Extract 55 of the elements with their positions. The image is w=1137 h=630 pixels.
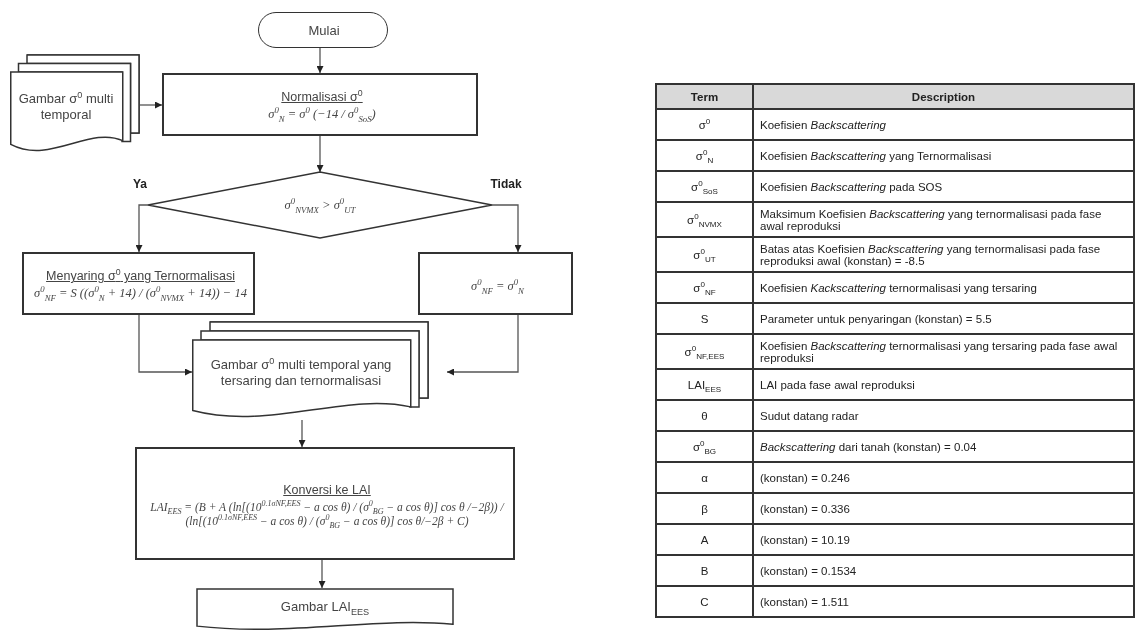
- step-heading: Normalisasi σ$^{0}$: [281, 90, 363, 106]
- formula: LAI$_{EES}$ = (B + A (ln[(10$^{0.1σNF,EES}$ − a cos θ) / (σ$^{0}$$_{BG}$ − a cos θ)] cos θ /−2β)) / (ln[(10$^{0.1σNF,EES}$ − a cos θ) / (σ$^{0}$$_{BG}$ − a cos θ)] cos θ/−2β + C): [149, 499, 506, 529]
- table-cell: C: [656, 586, 753, 617]
- table-cell: Maksimum Koefisien Backscattering yang ternormalisasi pada fase awal reproduksi: [753, 202, 1134, 237]
- process-box: [162, 73, 478, 136]
- column-header: Description: [753, 84, 1134, 109]
- table-cell: Koefisien Backscattering yang Ternormalisasi: [753, 140, 1134, 171]
- table-cell: Koefisien Backscattering ternormalisasi yang tersaring pada fase awal reproduksi: [753, 334, 1134, 369]
- step-heading: Menyaring σ$^{0}$ yang Ternormalisasi: [46, 269, 235, 285]
- process-box: [135, 447, 515, 560]
- arrow: [135, 204, 149, 253]
- table-cell: (konstan) = 0.1534: [753, 555, 1134, 586]
- arrow: [446, 314, 519, 376]
- table-cell: S: [656, 303, 753, 334]
- arrow: [138, 314, 193, 376]
- table-cell: β: [656, 493, 753, 524]
- column-header: Term: [656, 84, 753, 109]
- node-label: Gambar LAI$_{EES}$: [280, 598, 370, 616]
- table-cell: Koefisien Kackscattering ternormalisasi yang tersaring: [753, 272, 1134, 303]
- table-cell: σ$^{0}$: [656, 109, 753, 140]
- formula: σ$^{0}$$_{N}$ = σ$^{0}$ (−14 / σ$^{0}$$_{SoS}$): [268, 107, 376, 123]
- arrow: [139, 101, 163, 109]
- table-cell: α: [656, 462, 753, 493]
- table-cell: Koefisien Backscattering pada SOS: [753, 171, 1134, 202]
- table-cell: Backscattering dari tanah (konstan) = 0.04: [753, 431, 1134, 462]
- node-label: Gambar σ$^{0}$ multi temporal: [17, 90, 115, 124]
- table-cell: (konstan) = 0.336: [753, 493, 1134, 524]
- step-heading: Konversi ke LAI: [283, 482, 371, 498]
- table-cell: LAI$_{EES}$: [656, 369, 753, 400]
- node-label: Gambar σ$^{0}$ multi temporal yang tersaring dan ternormalisasi: [209, 356, 393, 390]
- table-cell: Parameter untuk penyaringan (konstan) = 5.5: [753, 303, 1134, 334]
- document-shape: [196, 588, 454, 630]
- edge-label: Tidak: [490, 178, 522, 190]
- formula: σ$^{0}$$_{NF}$ = S ((σ$^{0}$$_{N}$ + 14) / (σ$^{0}$$_{NVMX}$ + 14)) − 14: [34, 286, 247, 302]
- arrow: [491, 204, 522, 253]
- table-cell: (konstan) = 10.19: [753, 524, 1134, 555]
- table-cell: Sudut datang radar: [753, 400, 1134, 431]
- process-box: [418, 252, 573, 315]
- table-cell: B: [656, 555, 753, 586]
- terminal-shape: [258, 12, 388, 48]
- table-cell: (konstan) = 1.511: [753, 586, 1134, 617]
- node-label: Mulai: [308, 22, 340, 40]
- table-cell: Koefisien Backscattering: [753, 109, 1134, 140]
- arrow: [318, 559, 326, 589]
- table-cell: (konstan) = 0.246: [753, 462, 1134, 493]
- table-cell: Batas atas Koefisien Backscattering yang ternormalisasi pada fase reproduksi awal (konstan) = -8.5: [753, 237, 1134, 272]
- edge-label: Ya: [133, 178, 147, 190]
- table-cell: LAI pada fase awal reproduksi: [753, 369, 1134, 400]
- table-cell: A: [656, 524, 753, 555]
- arrow: [316, 47, 324, 74]
- arrow: [298, 419, 306, 448]
- arrow: [316, 135, 324, 173]
- decision-diamond: [148, 172, 492, 238]
- table-cell: θ: [656, 400, 753, 431]
- process-box: [22, 252, 255, 315]
